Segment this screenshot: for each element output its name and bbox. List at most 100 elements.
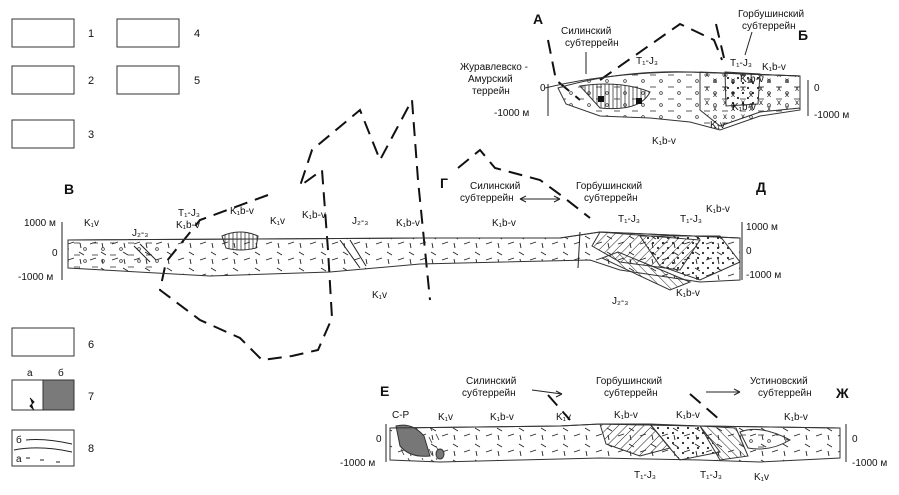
legend-swatch-2 (11, 65, 75, 95)
section-ez-hatch-2 (699, 425, 749, 461)
ab-label-k1bv-a: K₁b-v (762, 62, 786, 73)
vd-label-9: K₁b-v (492, 218, 516, 229)
section-ez-surface (389, 423, 841, 429)
legend-swatch-4 (116, 18, 180, 48)
legend-item-3: 3 (11, 119, 94, 149)
letter-b: Б (798, 27, 808, 43)
ab-scale-neg-right: -1000 м (814, 110, 849, 121)
legend-num-5: 5 (194, 75, 200, 87)
legend-swatch-7a (11, 379, 44, 411)
letter-a: А (533, 11, 543, 27)
vd-scale-neg-right: -1000 м (746, 270, 781, 281)
ez-label-top-0: K₁v (438, 412, 453, 423)
vd-scale-0-right: 0 (746, 246, 752, 257)
vd-label-11: T₁-J₃ (680, 214, 702, 225)
legend-7-sub-b: б (58, 367, 64, 379)
vd-label-4: K₁b-v (230, 206, 254, 217)
legend-swatch-7b (42, 379, 75, 411)
vd-label-3: T₁-J₃ (178, 208, 200, 219)
vd-label-10: T₁-J₃ (618, 214, 640, 225)
vd-scale-1000-right: 1000 м (746, 222, 778, 233)
ez-scale-0-right: 0 (852, 434, 858, 445)
letter-e: Е (380, 383, 389, 399)
ez-label-top-1: K₁b-v (490, 412, 514, 423)
section-vd-hatch-2 (600, 251, 692, 291)
ab-scale-0-right: 0 (814, 83, 820, 94)
legend-num-3: 3 (88, 129, 94, 141)
legend-swatch-6 (11, 327, 75, 357)
vd-scale-0-left: 0 (52, 248, 58, 259)
vd-label-0: K₁v (84, 218, 99, 229)
vd-scale-1000-left: 1000 м (24, 218, 56, 229)
vd-label-8: K₁b-v (396, 218, 420, 229)
section-ab-black-1 (598, 96, 604, 102)
ab-scale-0-left: 0 (540, 83, 546, 94)
legend-num-8: 8 (88, 443, 94, 455)
ez-label-top-5: K₁b-v (784, 412, 808, 423)
legend-item-5: 5 (116, 65, 200, 95)
legend-7-sub-a: а (27, 368, 33, 379)
ez-label-bottom-1: T₁-J₃ (700, 470, 722, 481)
legend-item-4: 4 (116, 18, 200, 48)
section-vd-fold (221, 231, 259, 251)
vd-label-7: J₂-₃ (352, 216, 368, 227)
vd-label-13: K₁v (372, 290, 387, 301)
ab-label-k1bv-d: K₁b-v (652, 136, 676, 147)
legend-item-1: 1 (11, 18, 94, 48)
legend-item-6: 6 (11, 327, 94, 357)
letter-zh: Ж (835, 385, 849, 401)
section-ab-black-2 (636, 98, 642, 104)
legend-num-4: 4 (194, 28, 200, 40)
arrow-gorbushinsky-ab (744, 31, 753, 56)
letter-d: Д (756, 179, 766, 195)
legend-num-7: 7 (88, 391, 94, 403)
vd-label-6: K₁b-v (302, 210, 326, 221)
legend-8-sub-b: б (16, 434, 22, 446)
ab-label-t1j3: T₁-J₃ (636, 56, 658, 67)
letter-g: Г (440, 175, 448, 191)
legend-swatch-5 (116, 65, 180, 95)
fault-lines (158, 22, 725, 421)
arrow-terrane-ez-1 (531, 389, 563, 398)
letter-v: В (64, 181, 74, 197)
arrow-terrane-boundary-vd (519, 195, 561, 203)
ab-label-k1v: K₁v (710, 120, 725, 131)
ez-scale-neg-left: -1000 м (340, 458, 375, 469)
vd-label-1: J₂-₃ (132, 228, 148, 239)
legend-swatch-3 (11, 119, 75, 149)
vd-label-12: K₁b-v (706, 204, 730, 215)
section-vd-circles-left (68, 240, 160, 268)
ab-label-t1j3-b: T₁-J₃ (730, 58, 752, 69)
legend-item-2: 2 (11, 65, 94, 95)
section-ab-fold (579, 83, 651, 110)
ez-label-bottom-0: T₁-J₃ (634, 470, 656, 481)
vd-label-5: K₁v (270, 216, 285, 227)
ez-scale-0-left: 0 (376, 434, 382, 445)
arrow-terrane-ez-2 (706, 388, 741, 396)
legend-num-1: 1 (88, 28, 94, 40)
ab-scale-neg-left: -1000 м (494, 108, 529, 119)
ab-label-k1bv-b: K₁b-v (740, 74, 764, 85)
ez-label-top-3: K₁b-v (614, 410, 638, 421)
vd-scale-neg-left: -1000 м (18, 272, 53, 283)
vd-label-14: J₂-₃ (612, 296, 628, 307)
ez-label-top-2: K₁v (556, 412, 571, 423)
section-vd-surface (67, 231, 741, 241)
legend-8-sub-a: а (16, 454, 22, 465)
legend-num-2: 2 (88, 75, 94, 87)
vd-label-15: K₁b-v (676, 288, 700, 299)
ez-label-cp: C-P (392, 410, 410, 421)
section-ab-sand (724, 71, 761, 107)
ez-label-bottom-2: K₁v (754, 472, 769, 483)
